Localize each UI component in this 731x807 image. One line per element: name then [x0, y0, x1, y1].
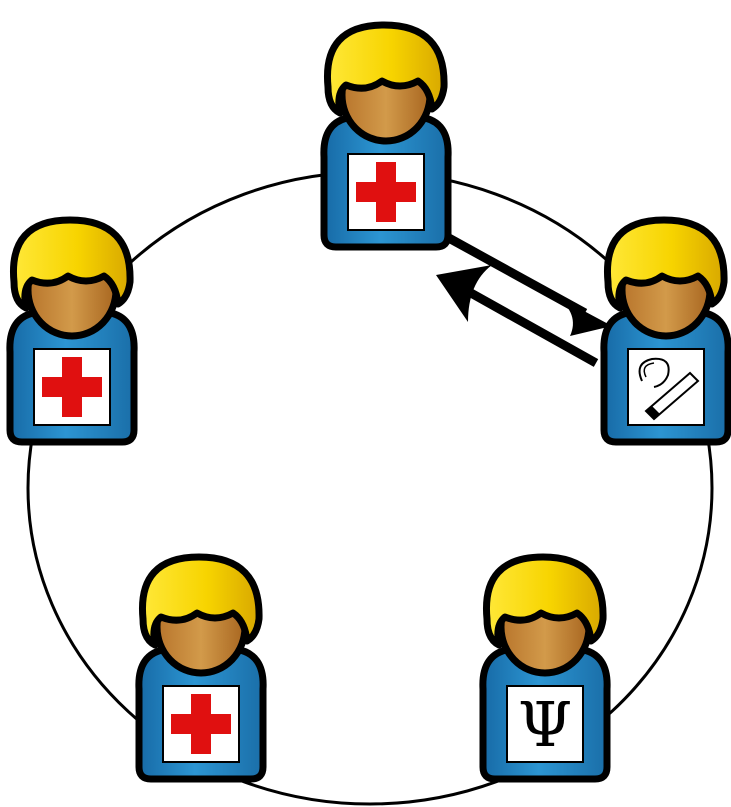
person-upper-left — [10, 220, 134, 442]
badge-psi-icon: Ψ — [507, 686, 583, 762]
badge-red-cross-icon — [348, 154, 424, 230]
badge-smoking-question-icon — [628, 349, 704, 425]
psi-symbol: Ψ — [518, 688, 572, 761]
badge-red-cross-icon — [163, 686, 239, 762]
person-right — [604, 220, 728, 442]
person-top — [324, 25, 448, 247]
person-lower-right: Ψ — [483, 557, 607, 779]
badge-red-cross-icon — [34, 349, 110, 425]
person-lower-left — [139, 557, 263, 779]
